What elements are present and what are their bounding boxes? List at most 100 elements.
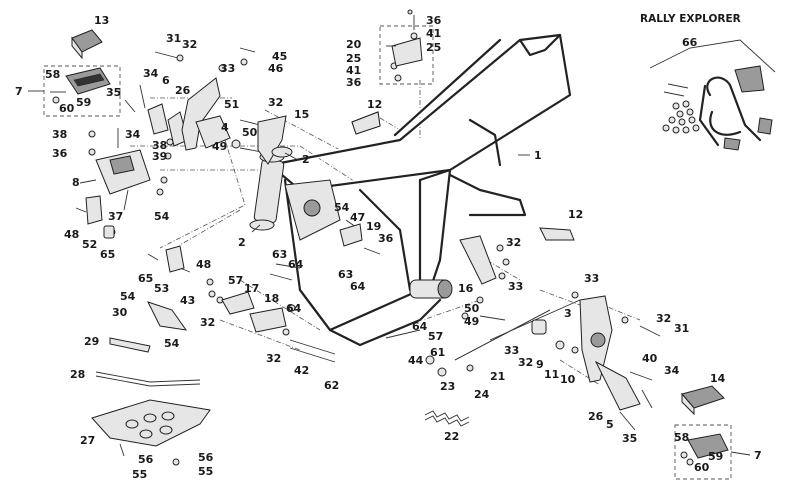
callout-19: 19: [366, 220, 381, 233]
callout-57-left: 57: [228, 274, 243, 287]
callout-38-left: 38: [52, 128, 67, 141]
callout-32: 32: [182, 38, 197, 51]
callout-30: 30: [112, 306, 128, 319]
callout-numbers: 13 31 32 45 46 7 58 60 59 35 34 6 26 33 …: [15, 14, 762, 481]
skid-plate-27: [91, 399, 211, 447]
callout-1: 1: [534, 149, 542, 162]
rear-bracket-3: [351, 111, 641, 411]
callout-48-mid: 48: [196, 258, 211, 271]
callout-18: 18: [264, 292, 279, 305]
footpeg-kit-left: [50, 67, 111, 104]
callout-60-right: 60: [694, 461, 710, 474]
spring-22: [424, 410, 470, 422]
callout-64-right: 64: [412, 320, 428, 333]
callout-33-right: 33: [508, 280, 523, 293]
callout-32-mid: 32: [200, 316, 215, 329]
callout-8: 8: [72, 176, 80, 189]
callout-32-lower: 32: [266, 352, 281, 365]
callout-38-mid: 38: [152, 139, 167, 152]
callout-49-right: 49: [464, 315, 479, 328]
callout-12-upper: 12: [367, 98, 382, 111]
callout-58-right: 58: [674, 431, 689, 444]
callout-47: 47: [350, 211, 365, 224]
callout-44: 44: [408, 354, 424, 367]
callout-55-right: 55: [198, 465, 213, 478]
callout-63-mid: 63: [338, 268, 353, 281]
callout-54-left: 54: [154, 210, 170, 223]
callout-55-left: 55: [132, 468, 147, 481]
callout-42: 42: [294, 364, 309, 377]
footpeg-kit-right: [680, 433, 729, 466]
callout-64-mid: 64: [350, 280, 366, 293]
callout-36-box: 36: [346, 76, 362, 89]
callout-36-mid: 36: [378, 232, 394, 245]
callout-52: 52: [82, 238, 97, 251]
callout-56-right: 56: [198, 451, 214, 464]
callout-32-bottom: 32: [518, 356, 533, 369]
callout-32-edge: 32: [656, 312, 671, 325]
callout-53: 53: [154, 282, 169, 295]
callout-22: 22: [444, 430, 459, 443]
callout-65-left: 65: [100, 248, 115, 261]
callout-35-right: 35: [622, 432, 637, 445]
bracket-kit-box: [379, 25, 434, 85]
callout-34-right: 34: [664, 364, 680, 377]
callout-32-upper: 32: [268, 96, 283, 109]
callout-29: 29: [84, 335, 99, 348]
callout-34-left: 34: [143, 67, 159, 80]
callout-7-right: 7: [754, 449, 762, 462]
callout-33-far-right: 33: [584, 272, 599, 285]
callout-45: 45: [272, 50, 287, 63]
callout-41-left: 41: [346, 64, 361, 77]
brackets-left: [85, 37, 423, 353]
callout-59-right: 59: [708, 450, 723, 463]
callout-41-top: 41: [426, 27, 441, 40]
callout-20: 20: [346, 38, 362, 51]
callout-31: 31: [166, 32, 181, 45]
callout-9: 9: [536, 358, 544, 371]
callout-50-right: 50: [464, 302, 480, 315]
callout-48-left: 48: [64, 228, 79, 241]
rally-explorer-title: RALLY EXPLORER: [640, 13, 741, 25]
callout-13: 13: [94, 14, 109, 27]
callout-17: 17: [244, 282, 259, 295]
callout-31-right: 31: [674, 322, 689, 335]
callout-24: 24: [474, 388, 490, 401]
callout-25-top: 25: [426, 41, 441, 54]
callout-2-upper: 2: [302, 153, 310, 166]
callout-34-mid: 34: [125, 128, 141, 141]
callout-46: 46: [268, 62, 284, 75]
callout-54-lower: 54: [120, 290, 136, 303]
callout-6: 6: [162, 74, 170, 87]
callout-36-left: 36: [52, 147, 68, 160]
rally-explorer-kit: [649, 39, 776, 151]
leader-lines: [28, 45, 751, 456]
callout-3: 3: [564, 307, 572, 320]
callout-64-lower: 64: [286, 302, 302, 315]
callout-7-left: 7: [15, 85, 23, 98]
callout-32-right: 32: [506, 236, 521, 249]
callout-63-left: 63: [272, 248, 287, 261]
callout-54-mid: 54: [334, 201, 350, 214]
callout-57-right: 57: [428, 330, 443, 343]
footpeg-kit-box-right: [674, 424, 732, 480]
callout-23: 23: [440, 380, 455, 393]
callout-58-left: 58: [45, 68, 60, 81]
callout-2-lower: 2: [238, 236, 246, 249]
callout-43: 43: [180, 294, 195, 307]
callout-65-mid: 65: [138, 272, 153, 285]
callout-50-left: 50: [242, 126, 258, 139]
callout-49-left: 49: [212, 140, 227, 153]
callout-64-left: 64: [288, 258, 304, 271]
callout-33-lower: 33: [504, 344, 519, 357]
callout-54-bottom: 54: [164, 337, 180, 350]
callout-56-left: 56: [138, 453, 154, 466]
callout-35-left: 35: [106, 86, 121, 99]
main-frame: [249, 32, 573, 348]
callout-51: 51: [224, 98, 239, 111]
bolts-fasteners: [75, 9, 661, 466]
callout-11: 11: [544, 368, 559, 381]
callout-25-left: 25: [346, 52, 361, 65]
callout-21: 21: [490, 370, 505, 383]
